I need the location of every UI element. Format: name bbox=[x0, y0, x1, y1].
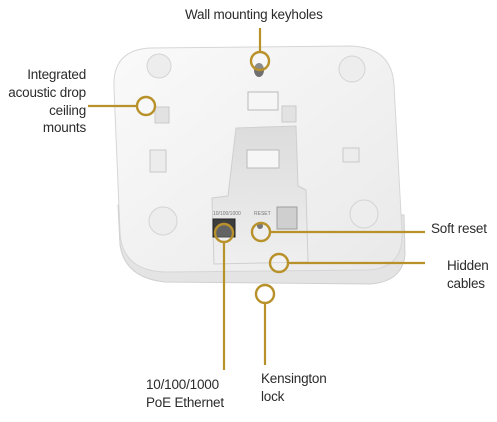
foot-bottom-right bbox=[349, 199, 379, 229]
callout-rings bbox=[135, 50, 290, 305]
foot-top-left bbox=[146, 53, 172, 79]
label-kensington-lock: Kensington lock bbox=[261, 371, 327, 404]
ring-kensington bbox=[254, 283, 276, 305]
label-poe-ethernet: 10/100/1000 PoE Ethernet bbox=[146, 377, 224, 410]
label-wall-mounting-keyholes: Wall mounting keyholes bbox=[185, 7, 323, 22]
ring-keyhole bbox=[249, 50, 271, 72]
label-soft-reset: Soft reset bbox=[431, 221, 487, 236]
label-hidden-cables: Hidden cables bbox=[447, 258, 489, 291]
ethernet-port bbox=[212, 218, 236, 238]
ring-ethernet bbox=[213, 222, 235, 244]
foot-bottom-left bbox=[148, 206, 178, 236]
ring-ceiling-mount bbox=[135, 95, 157, 117]
reset-port-label: RESET bbox=[254, 211, 271, 217]
ethernet-port-label: 10/100/1000 bbox=[213, 211, 241, 217]
kensington-slot bbox=[276, 206, 298, 230]
callout-leaders bbox=[88, 28, 425, 370]
foot-top-right bbox=[338, 55, 366, 83]
ceiling-mount-clip-left bbox=[154, 106, 170, 124]
latch-left bbox=[149, 149, 167, 173]
ring-soft-reset bbox=[250, 221, 272, 243]
ceiling-mount-clip-right bbox=[281, 105, 297, 123]
latch-right bbox=[342, 147, 360, 163]
ring-hidden-cables bbox=[268, 252, 290, 274]
label-ceiling-mounts: Integrated acoustic drop ceiling mounts bbox=[8, 67, 86, 136]
keyhole-slot-top bbox=[247, 91, 279, 111]
keyhole-slot-mid bbox=[246, 149, 280, 169]
access-point-device: 10/100/1000 RESET bbox=[113, 45, 406, 285]
